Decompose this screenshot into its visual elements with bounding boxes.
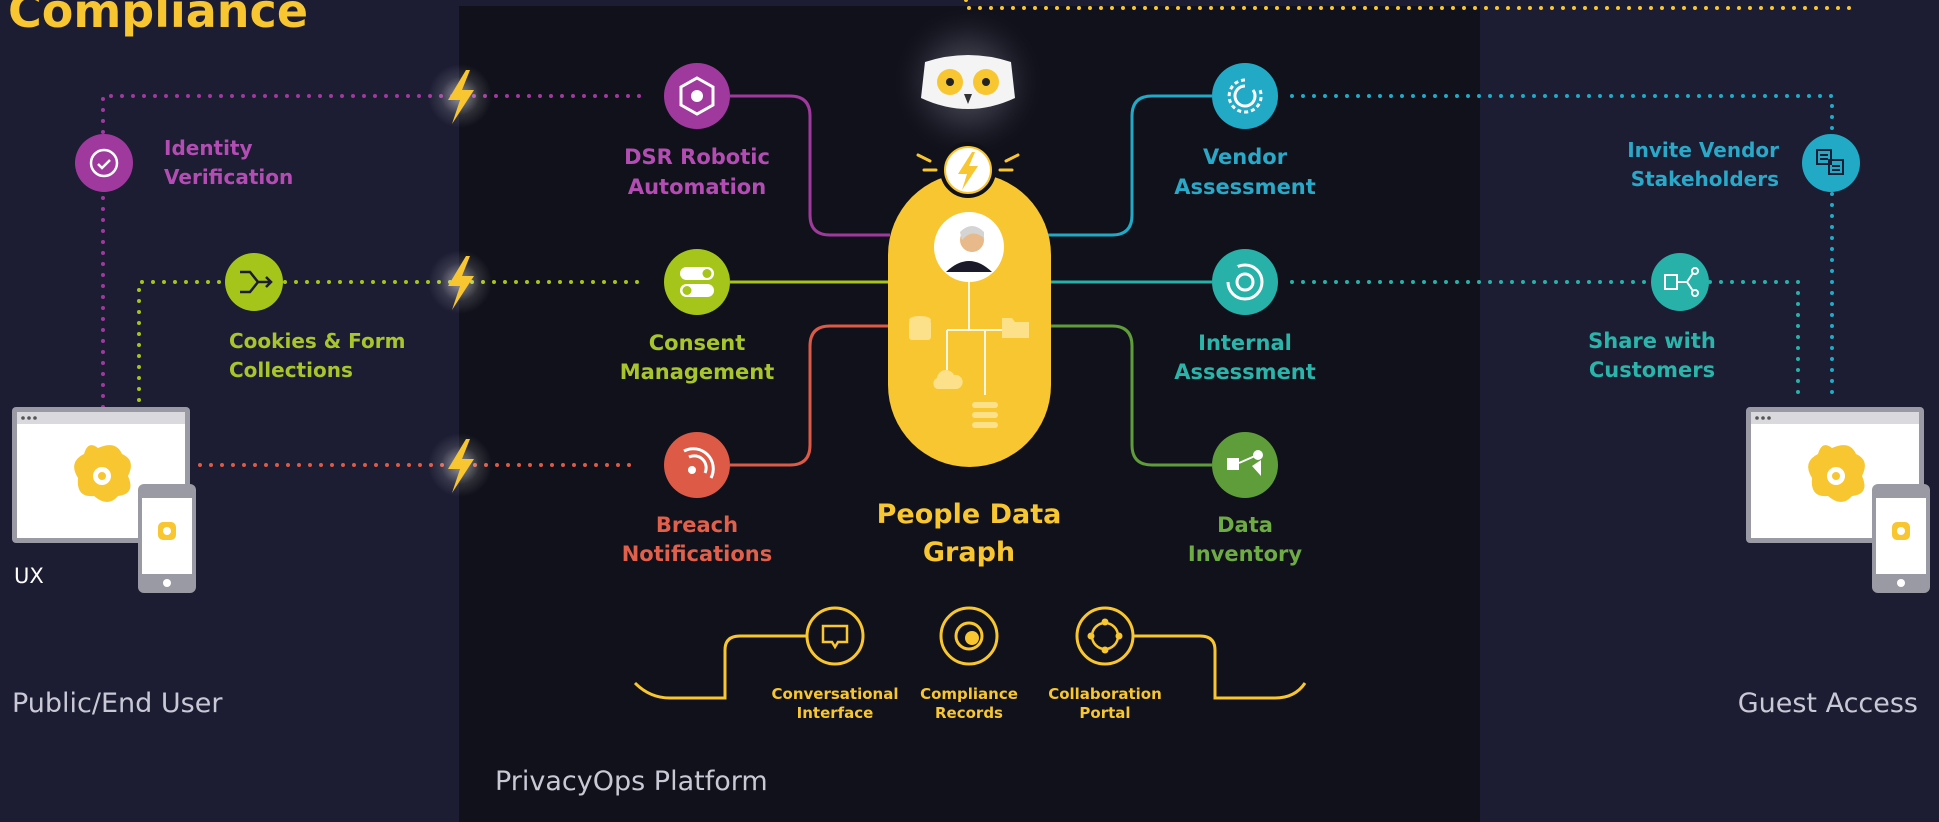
cookies-label-line1: Cookies & Form — [229, 329, 405, 353]
link-dsr — [730, 94, 890, 237]
consent-label-line2: Management — [620, 360, 775, 384]
vendor-assessment-node[interactable] — [1212, 63, 1278, 129]
bolt-group — [428, 64, 492, 497]
interface-line-left — [633, 634, 808, 700]
data-inventory-node[interactable] — [1212, 432, 1278, 498]
consent-label-line1: Consent — [649, 331, 746, 355]
hub-title-line1: People Data — [877, 499, 1062, 530]
broadcast-icon — [683, 447, 715, 479]
dsr-label-line1: DSR Robotic — [624, 145, 770, 169]
people-data-graph-hub — [888, 142, 1051, 467]
interface-label-2-line1: Compliance — [920, 685, 1018, 703]
page-title: Compliance — [8, 0, 308, 38]
breach-label-line2: Notifications — [622, 542, 773, 566]
lightning-icon — [958, 152, 978, 190]
record-ring-icon — [954, 621, 984, 651]
section-label-platform: PrivacyOps Platform — [495, 766, 768, 797]
section-label-public: Public/End User — [12, 688, 223, 719]
invite-label-line2: Stakeholders — [1631, 167, 1779, 191]
breach-label-line1: Breach — [656, 513, 738, 537]
inventory-label-line1: Data — [1217, 513, 1273, 537]
collaboration-portal-node[interactable] — [1075, 606, 1135, 666]
share-label-line2: Customers — [1589, 358, 1715, 382]
identity-label-line2: Verification — [164, 165, 293, 189]
chat-bubble-icon — [821, 624, 849, 650]
identity-verification-icon — [89, 148, 119, 178]
section-label-guest: Guest Access — [1738, 688, 1918, 719]
assessment-dial-icon — [1227, 78, 1263, 114]
robot-hexagon-icon — [679, 76, 715, 116]
share-with-customers-node[interactable] — [1651, 253, 1709, 311]
inventory-label-line2: Inventory — [1188, 542, 1302, 566]
device-left-label: UX — [14, 564, 44, 588]
interface-label-1-line1: Conversational — [772, 685, 899, 703]
conversational-interface-node[interactable] — [805, 606, 865, 666]
lightning-icon — [448, 256, 474, 310]
internal-assessment-node[interactable] — [1212, 249, 1278, 315]
vendor-label-line1: Vendor — [1203, 145, 1288, 169]
lightning-icon — [448, 70, 474, 124]
share-network-icon — [1664, 267, 1699, 297]
compliance-records-node[interactable] — [939, 606, 999, 666]
connector-vendor — [1290, 94, 1834, 402]
invite-vendor-stakeholders-node[interactable] — [1802, 134, 1860, 192]
identity-label-line1: Identity — [164, 136, 253, 160]
interface-line-right — [1133, 634, 1307, 700]
connector-internal — [1290, 280, 1800, 402]
link-vendor — [1048, 94, 1212, 237]
consent-management-node[interactable] — [664, 249, 730, 315]
lightning-icon — [448, 439, 474, 493]
identity-verification-node[interactable] — [75, 134, 133, 192]
form-flow-icon — [240, 270, 273, 294]
stakeholders-icon — [1816, 149, 1844, 175]
hub-title-line2: Graph — [923, 537, 1015, 568]
interface-label-1-line2: Interface — [797, 704, 874, 722]
vendor-label-line2: Assessment — [1174, 175, 1316, 199]
device-right — [1746, 407, 1930, 593]
share-label-line1: Share with — [1588, 329, 1716, 353]
link-breach — [730, 324, 890, 467]
interface-label-2-line2: Records — [935, 704, 1003, 722]
interface-label-3-line2: Portal — [1079, 704, 1130, 722]
device-left — [12, 407, 196, 593]
internal-label-line1: Internal — [1198, 331, 1292, 355]
dsr-label-line2: Automation — [628, 175, 766, 199]
owl-logo — [894, 8, 1042, 156]
data-store-icons — [909, 316, 1029, 428]
invite-label-line1: Invite Vendor — [1627, 138, 1779, 162]
link-inventory — [1048, 324, 1212, 467]
cookies-label-line2: Collections — [229, 358, 353, 382]
internal-label-line2: Assessment — [1174, 360, 1316, 384]
interface-label-3-line1: Collaboration — [1048, 685, 1162, 703]
share-nodes-icon — [1227, 450, 1263, 476]
connector-top — [964, 0, 1852, 10]
dsr-robotic-automation-node[interactable] — [664, 63, 730, 129]
cookies-forms-node[interactable] — [225, 253, 283, 311]
breach-notifications-node[interactable] — [664, 432, 730, 498]
